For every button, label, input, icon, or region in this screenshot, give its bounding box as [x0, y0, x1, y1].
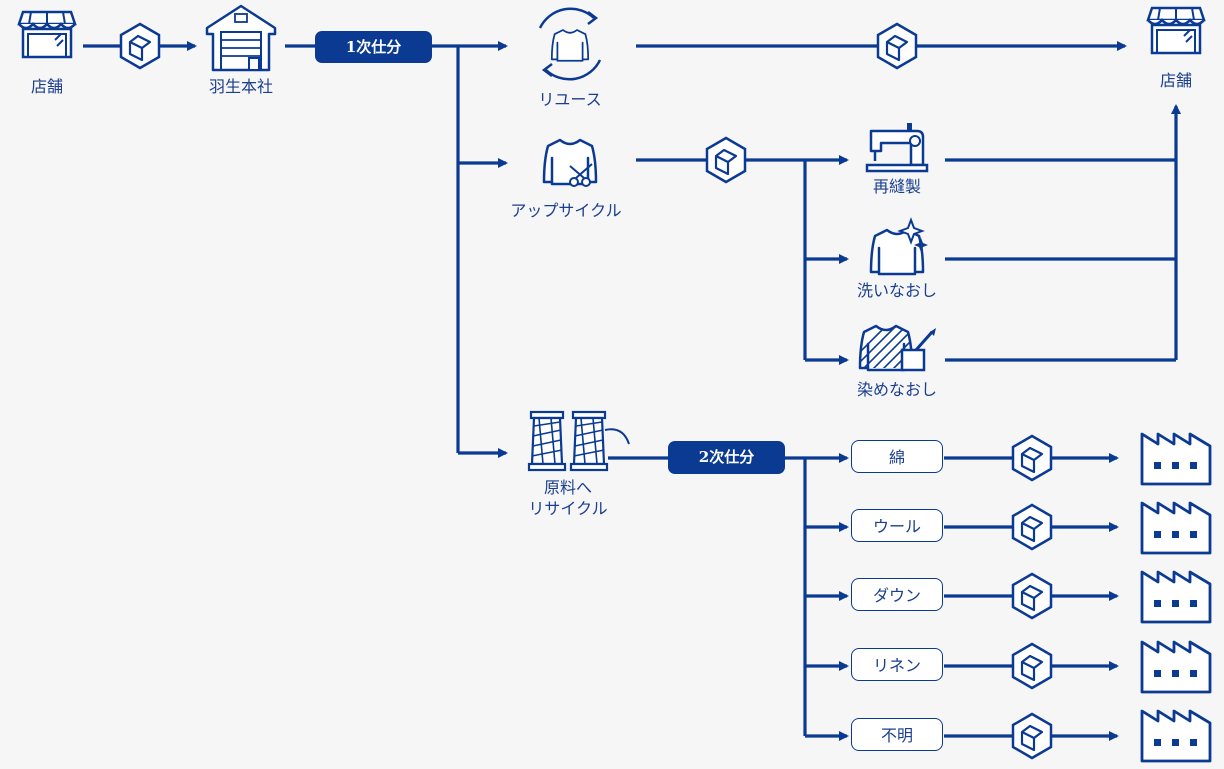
resew-label: 再縫製 [872, 177, 921, 196]
package-icon [876, 22, 918, 70]
factory-icon [1140, 432, 1212, 486]
recycle-shirt-icon [538, 7, 602, 81]
material-unknown: 不明 [851, 718, 943, 751]
store-icon [17, 10, 77, 59]
sewing-machine-icon [865, 123, 929, 173]
package-icon [119, 22, 161, 70]
sort2-badge: 2次仕分 [668, 441, 785, 474]
hq-label: 羽生本社 [208, 77, 273, 96]
package-icon [1011, 503, 1053, 551]
factory-icon [1140, 709, 1212, 763]
factory-icon [1140, 570, 1212, 624]
package-icon [1011, 642, 1053, 690]
material-linen: リネン [851, 648, 943, 681]
material-down: ダウン [851, 578, 943, 611]
package-icon [1011, 572, 1053, 620]
raw-material-label-line1: 原料へ [543, 478, 592, 497]
package-icon [705, 136, 747, 184]
factory-icon [1140, 501, 1212, 555]
factory-icon [1140, 640, 1212, 694]
shirt-scissors-icon [542, 138, 598, 187]
sparkle-shirt-icon [869, 217, 928, 276]
store-dest-label: 店舗 [1159, 71, 1192, 90]
material-cotton: 綿 [851, 440, 943, 473]
rewash-label: 洗いなおし [856, 281, 937, 300]
raw-material-label-line2: リサイクル [528, 499, 608, 518]
dye-shirt-icon [858, 324, 936, 372]
reuse-label: リユース [538, 90, 602, 109]
material-wool: ウール [851, 509, 943, 542]
package-icon [1011, 434, 1053, 482]
package-icon [1011, 712, 1053, 760]
sort1-badge: 1次仕分 [315, 31, 432, 63]
store-source-label: 店舗 [30, 77, 63, 96]
redye-label: 染めなおし [856, 380, 937, 399]
store-icon [1146, 6, 1206, 55]
thread-spools-icon [527, 410, 630, 472]
upcycle-label: アップサイクル [510, 201, 622, 220]
warehouse-icon [205, 4, 277, 72]
